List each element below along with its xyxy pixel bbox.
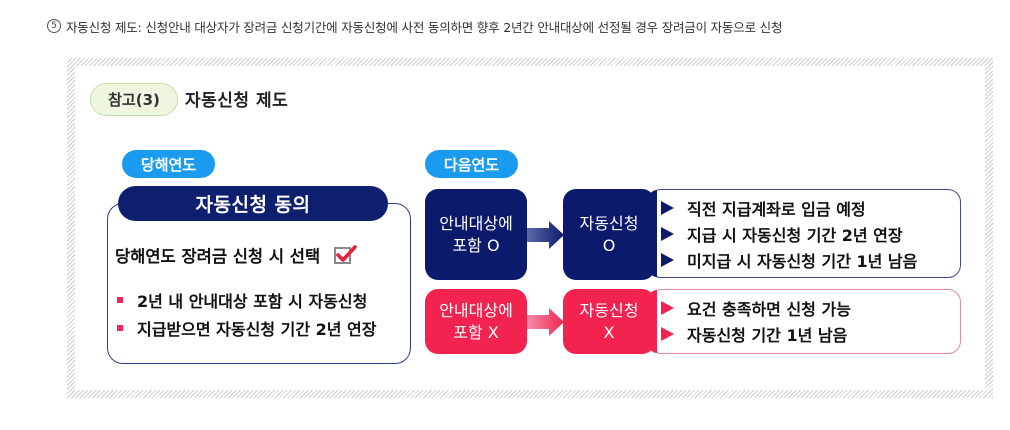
list-item: 지급받으면 자동신청 기간 2년 연장 (115, 314, 377, 342)
consent-bullet-list: 2년 내 안내대상 포함 시 자동신청 지급받으면 자동신청 기간 2년 연장 (115, 286, 377, 342)
excluded-result-box: 자동신청 X (563, 289, 655, 354)
current-year-label: 당해연도 (122, 150, 215, 178)
triangle-bullet-icon (661, 227, 674, 241)
consent-checkbox[interactable] (334, 244, 357, 264)
list-item: 2년 내 안내대상 포함 시 자동신청 (115, 286, 377, 314)
excluded-outcomes-panel: 요건 충족하면 신청 가능 자동신청 기간 1년 남음 (648, 289, 961, 354)
square-bullet-icon (117, 325, 123, 331)
consent-text: 당해연도 장려금 신청 시 선택 (115, 247, 321, 266)
triangle-bullet-icon (661, 201, 674, 215)
list-item: 지급 시 자동신청 기간 2년 연장 (661, 221, 917, 247)
intro-text: 자동신청 제도: 신청안내 대상자가 장려금 신청기간에 자동신청에 사전 동의… (66, 19, 783, 35)
list-item: 자동신청 기간 1년 남음 (661, 321, 851, 347)
list-item: 요건 충족하면 신청 가능 (661, 295, 851, 321)
included-result-box: 자동신청 O (563, 189, 655, 280)
list-item: 직전 지급계좌로 입금 예정 (661, 195, 917, 221)
consent-card (107, 203, 411, 364)
consent-card-title: 자동신청 동의 (118, 186, 388, 221)
checkmark-icon (336, 244, 357, 262)
intro-line: 5 자동신청 제도: 신청안내 대상자가 장려금 신청기간에 자동신청에 사전 … (47, 16, 782, 36)
arrow-right-icon (527, 221, 564, 249)
triangle-bullet-icon (661, 327, 674, 341)
circled-number-icon: 5 (47, 19, 61, 33)
list-item: 미지급 시 자동신청 기간 1년 남음 (661, 247, 917, 273)
next-year-label: 다음연도 (425, 150, 518, 178)
included-outcomes-panel: 직전 지급계좌로 입금 예정 지급 시 자동신청 기간 2년 연장 미지급 시 … (648, 189, 961, 278)
triangle-bullet-icon (661, 253, 674, 267)
consent-row: 당해연도 장려금 신청 시 선택 (115, 243, 357, 267)
figure-title: 자동신청 제도 (185, 91, 289, 111)
arrow-right-icon (527, 308, 564, 336)
square-bullet-icon (117, 297, 123, 303)
triangle-bullet-icon (661, 301, 674, 315)
excluded-condition-box: 안내대상에 포함 X (425, 289, 527, 354)
reference-label: 참고(3) (90, 83, 178, 116)
included-condition-box: 안내대상에 포함 O (425, 189, 527, 280)
